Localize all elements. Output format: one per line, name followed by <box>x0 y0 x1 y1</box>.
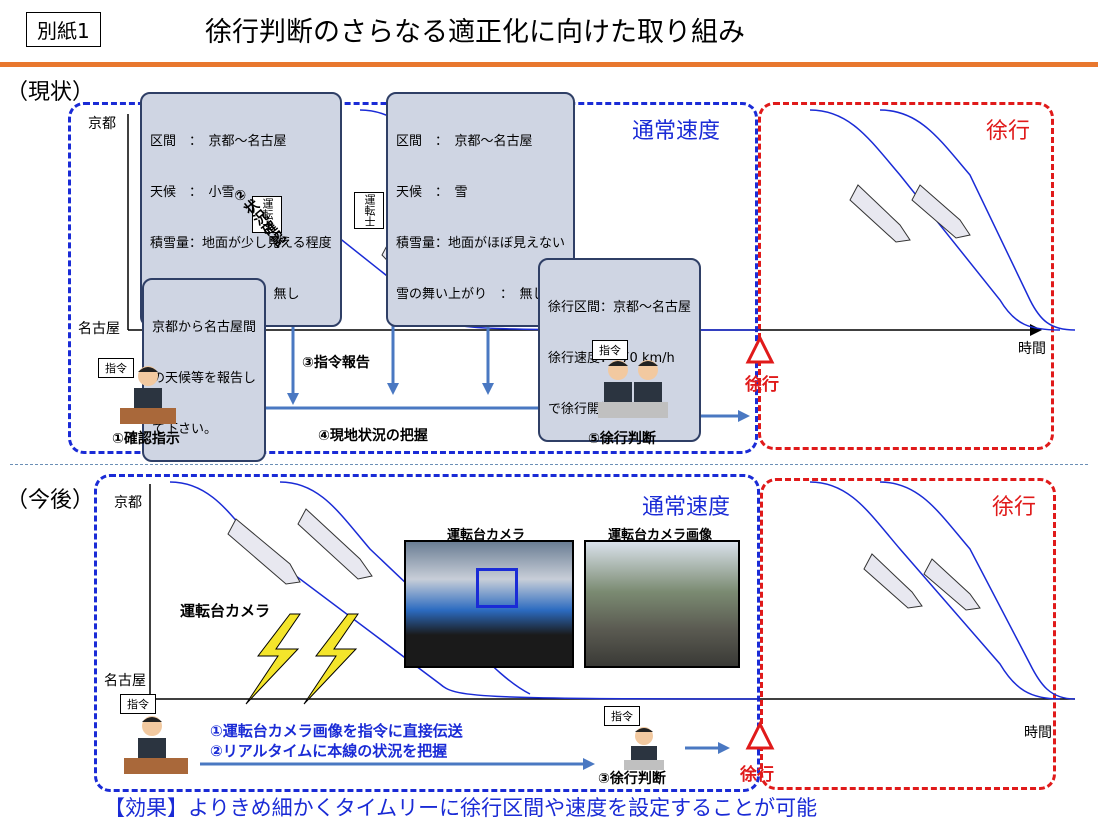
dispatchers-icon <box>598 360 668 418</box>
step-grasp-situation: ④現地状況の把握 <box>318 428 428 444</box>
camera-highlight-box <box>476 568 518 608</box>
callout-2-line: 積雪量：地面がほぼ見えない <box>396 236 566 251</box>
future-slow-zone <box>760 478 1056 790</box>
dispatch-badge: 指令 <box>604 706 640 726</box>
future-normal-zone-label: 通常速度 <box>642 495 731 520</box>
callout-2-line: 天候 ： 雪 <box>396 185 468 200</box>
callout-3-line: 京都から名古屋間 <box>152 320 257 335</box>
dispatcher-icon <box>624 727 664 770</box>
callout-1-line: 区間 ： 京都～名古屋 <box>150 134 287 149</box>
current-y-bottom-label: 名古屋 <box>78 321 120 337</box>
section-divider <box>10 464 1088 465</box>
future-y-top-label: 京都 <box>114 495 142 511</box>
future-section-label: （今後） <box>6 488 95 513</box>
driver-cab-camera-photo <box>404 540 574 668</box>
photo-1-caption: 運転台カメラ <box>447 528 526 543</box>
future-slow-marker: 徐行 <box>740 765 774 785</box>
dispatch-badge: 指令 <box>592 340 628 360</box>
callout-3-line: て下さい。 <box>152 422 218 437</box>
future-y-bottom-label: 名古屋 <box>104 673 146 689</box>
step-slow-decision: ⑤徐行判断 <box>588 431 656 447</box>
current-slow-zone-label: 徐行 <box>986 119 1031 144</box>
instruction-callout: 京都から名古屋間 の天候等を報告し て下さい。 <box>142 278 267 462</box>
callout-4-line: 徐行区間：京都～名古屋 <box>548 300 692 315</box>
camera-image-photo <box>584 540 740 668</box>
header-rule <box>0 62 1098 67</box>
driver-label: 運転士 <box>354 192 384 229</box>
future-step-slow-decision: ③徐行判断 <box>598 771 666 787</box>
current-slow-zone <box>758 102 1054 450</box>
step-confirm-instruction: ①確認指示 <box>112 431 180 447</box>
point-2: ②リアルタイムに本線の状況を把握 <box>210 742 448 760</box>
dispatch-badge: 指令 <box>120 694 156 714</box>
callout-2-line: 区間 ： 京都～名古屋 <box>396 134 533 149</box>
callout-4-line: で徐行開始 <box>548 402 614 417</box>
page-title: 徐行判断のさらなる適正化に向けた取り組み <box>205 17 745 48</box>
current-y-top-label: 京都 <box>88 116 116 132</box>
current-slow-marker: 徐行 <box>745 375 779 395</box>
current-section-label: （現状） <box>6 80 95 105</box>
future-slow-zone-label: 徐行 <box>992 495 1037 520</box>
effect-statement: 【効果】よりきめ細かくタイムリーに徐行区間や速度を設定することが可能 <box>104 796 818 820</box>
current-normal-zone-label: 通常速度 <box>632 119 721 144</box>
future-train-diagram <box>149 481 1076 770</box>
camera-label: 運転台カメラ <box>180 602 271 620</box>
photo-2-caption: 運転台カメラ画像 <box>608 528 713 543</box>
driver-label: 運転士 <box>252 196 282 233</box>
attachment-tag: 別紙1 <box>26 12 101 47</box>
current-x-axis-label: 時間 <box>1018 341 1046 357</box>
future-x-axis-label: 時間 <box>1024 725 1052 741</box>
callout-3-line: の天候等を報告し <box>152 371 257 386</box>
step-dispatch-report: ③指令報告 <box>302 355 370 371</box>
callout-1-line: 天候 ： 小雪 <box>150 185 235 200</box>
dispatcher-icon <box>120 366 176 424</box>
point-1: ①運転台カメラ画像を指令に直接伝送 <box>210 722 463 740</box>
dispatch-badge: 指令 <box>98 358 134 378</box>
dispatcher-icon <box>124 716 188 774</box>
callout-1-line: 積雪量：地面が少し見える程度 <box>150 236 332 251</box>
future-normal-zone <box>94 474 760 792</box>
